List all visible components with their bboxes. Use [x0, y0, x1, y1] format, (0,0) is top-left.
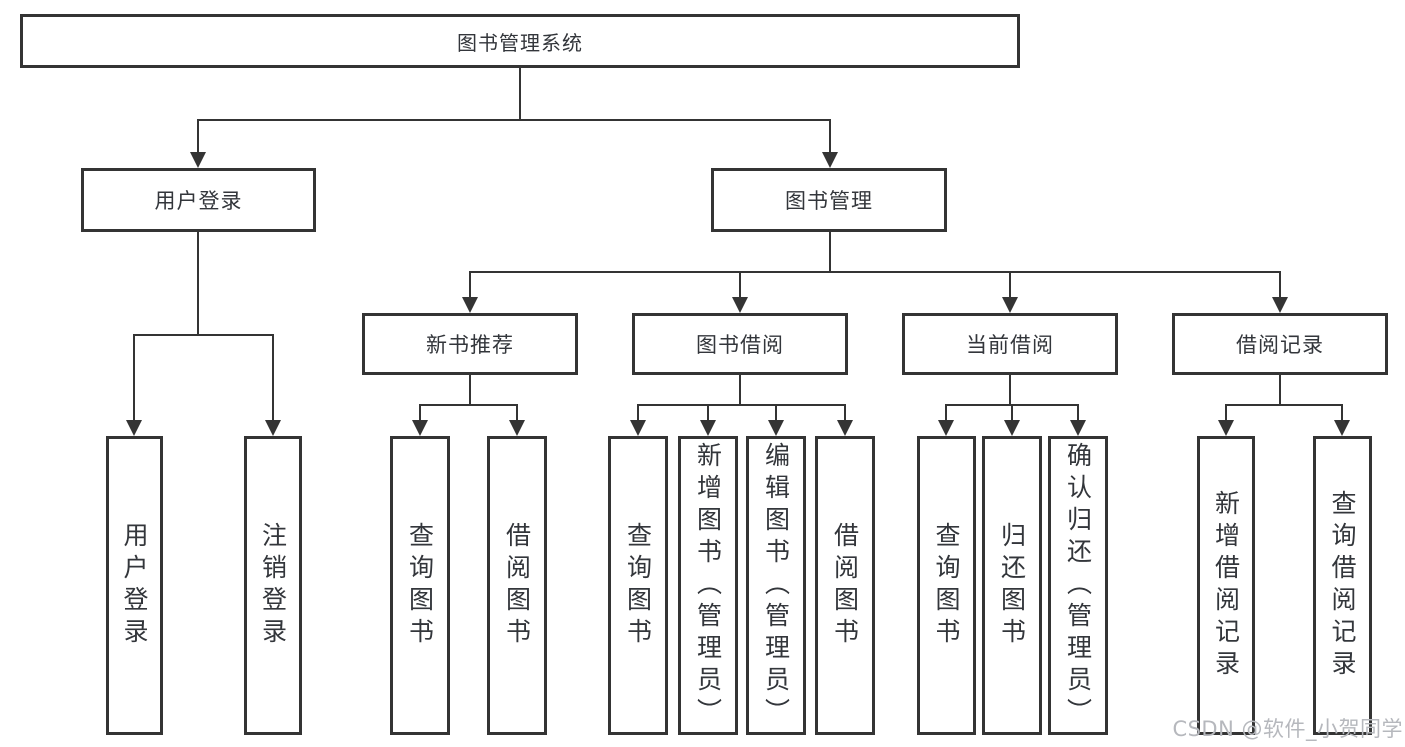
- connector-line: [133, 334, 274, 336]
- connector-line: [197, 119, 831, 121]
- arrow-down-icon: [1218, 420, 1234, 436]
- node-current-borrow-label: 当前借阅: [966, 333, 1054, 357]
- node-root-label: 图书管理系统: [457, 30, 583, 55]
- connector-line: [945, 404, 947, 421]
- node-book-borrow: 图书借阅: [632, 313, 848, 375]
- leaf-add-book-admin: 新增图书（管理员）: [678, 436, 738, 735]
- arrow-down-icon: [1002, 297, 1018, 313]
- arrow-down-icon: [837, 420, 853, 436]
- connector-line: [469, 375, 471, 406]
- connector-line: [1009, 375, 1011, 406]
- leaf-borrow-books-recommend: 借阅图书: [487, 436, 547, 735]
- leaf-query-books-recommend: 查询图书: [390, 436, 450, 735]
- arrow-down-icon: [1334, 420, 1350, 436]
- connector-line: [844, 404, 846, 421]
- connector-line: [519, 68, 521, 121]
- connector-line: [419, 404, 421, 421]
- connector-line: [829, 232, 831, 273]
- arrow-down-icon: [768, 420, 784, 436]
- leaf-borrow-books-label: 借阅图书: [830, 521, 860, 650]
- connector-line: [469, 271, 1281, 273]
- leaf-query-books-borrow-label: 查询图书: [623, 521, 653, 650]
- connector-line: [1009, 271, 1011, 298]
- connector-line: [133, 334, 135, 420]
- connector-line: [829, 119, 831, 153]
- arrow-down-icon: [700, 420, 716, 436]
- arrow-down-icon: [462, 297, 478, 313]
- connector-line: [707, 404, 709, 421]
- connector-line: [637, 404, 846, 406]
- arrow-down-icon: [509, 420, 525, 436]
- leaf-query-books-borrow: 查询图书: [608, 436, 668, 735]
- node-user-login-label: 用户登录: [154, 189, 243, 213]
- connector-line: [739, 375, 741, 406]
- connector-line: [775, 404, 777, 421]
- arrow-down-icon: [1272, 297, 1288, 313]
- leaf-add-borrow-record-label: 新增借阅记录: [1211, 489, 1241, 682]
- leaf-logout-label: 注销登录: [258, 521, 288, 650]
- arrow-down-icon: [1004, 420, 1020, 436]
- arrow-down-icon: [1070, 420, 1086, 436]
- arrow-down-icon: [732, 297, 748, 313]
- leaf-return-book-label: 归还图书: [997, 521, 1027, 650]
- leaf-add-borrow-record: 新增借阅记录: [1197, 436, 1255, 735]
- connector-line: [1225, 404, 1227, 421]
- leaf-add-book-admin-label: 新增图书（管理员）: [693, 441, 723, 730]
- node-book-management-label: 图书管理: [785, 189, 873, 213]
- node-borrow-records-label: 借阅记录: [1236, 333, 1324, 357]
- arrow-down-icon: [412, 420, 428, 436]
- node-user-login: 用户登录: [81, 168, 316, 232]
- connector-line: [1279, 375, 1281, 406]
- leaf-edit-book-admin: 编辑图书（管理员）: [746, 436, 806, 735]
- leaf-query-borrow-record-label: 查询借阅记录: [1328, 489, 1357, 682]
- leaf-return-book: 归还图书: [982, 436, 1042, 735]
- node-new-book-recommend-label: 新书推荐: [426, 333, 514, 357]
- connector-line: [1077, 404, 1079, 421]
- leaf-logout: 注销登录: [244, 436, 302, 735]
- leaf-query-books-current-label: 查询图书: [932, 521, 961, 650]
- node-book-management: 图书管理: [711, 168, 947, 232]
- leaf-user-login: 用户登录: [106, 436, 163, 735]
- connector-line: [197, 232, 199, 336]
- connector-line: [272, 334, 274, 420]
- node-book-borrow-label: 图书借阅: [696, 333, 784, 357]
- connector-line: [1011, 404, 1013, 421]
- arrow-down-icon: [265, 420, 281, 436]
- csdn-watermark: CSDN @软件_小贺同学: [1172, 717, 1403, 741]
- leaf-borrow-books: 借阅图书: [815, 436, 875, 735]
- node-current-borrow: 当前借阅: [902, 313, 1118, 375]
- connector-line: [516, 404, 518, 421]
- connector-line: [1279, 271, 1281, 298]
- connector-line: [419, 404, 518, 406]
- node-borrow-records: 借阅记录: [1172, 313, 1388, 375]
- arrow-down-icon: [822, 152, 838, 168]
- leaf-user-login-label: 用户登录: [120, 521, 149, 650]
- connector-line: [637, 404, 639, 421]
- arrow-down-icon: [938, 420, 954, 436]
- arrow-down-icon: [126, 420, 142, 436]
- arrow-down-icon: [190, 152, 206, 168]
- leaf-edit-book-admin-label: 编辑图书（管理员）: [761, 441, 791, 730]
- connector-line: [1341, 404, 1343, 421]
- leaf-confirm-return-admin-label: 确认归还（管理员）: [1063, 441, 1093, 730]
- node-root: 图书管理系统: [20, 14, 1020, 68]
- connector-line: [197, 119, 199, 153]
- connector-line: [469, 271, 471, 298]
- arrow-down-icon: [630, 420, 646, 436]
- connector-line: [1225, 404, 1343, 406]
- connector-line: [739, 271, 741, 298]
- node-new-book-recommend: 新书推荐: [362, 313, 578, 375]
- leaf-borrow-books-recommend-label: 借阅图书: [502, 521, 532, 650]
- leaf-query-borrow-record: 查询借阅记录: [1313, 436, 1372, 735]
- leaf-query-books-current: 查询图书: [917, 436, 976, 735]
- leaf-query-books-recommend-label: 查询图书: [405, 521, 435, 650]
- leaf-confirm-return-admin: 确认归还（管理员）: [1048, 436, 1108, 735]
